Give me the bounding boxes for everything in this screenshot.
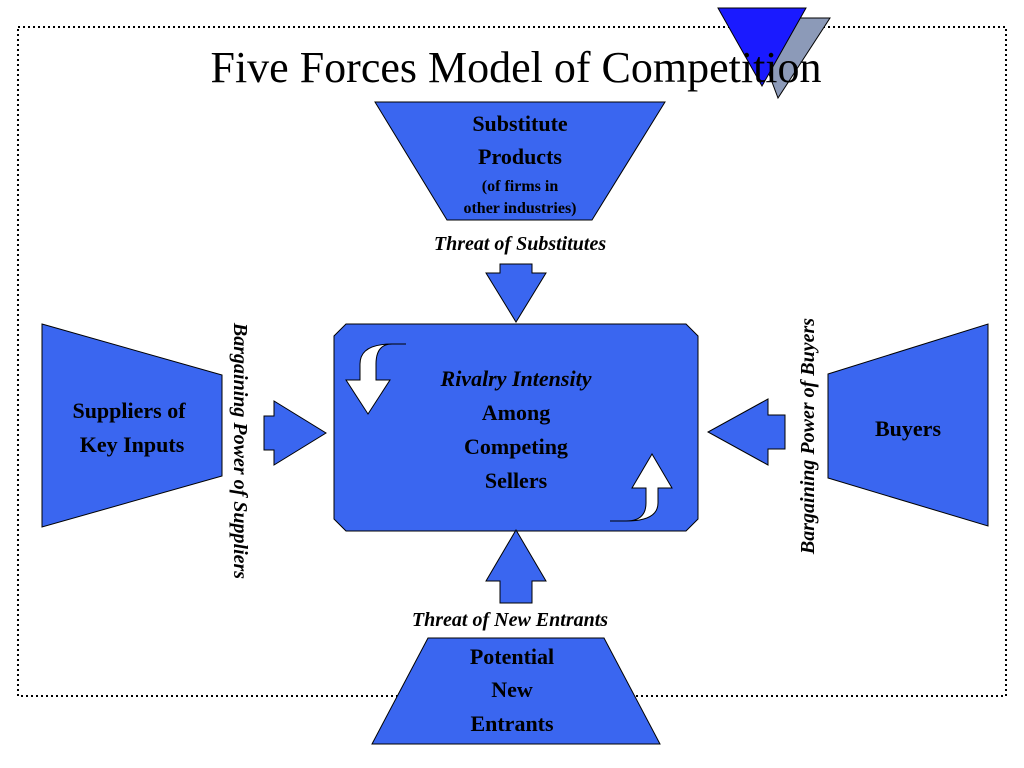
substitutes-line1: Substitute (472, 111, 568, 136)
entrants-line1: Potential (470, 644, 554, 669)
arrow-suppliers-right (263, 400, 327, 466)
force-label-substitutes: Threat of Substitutes (434, 233, 606, 255)
buyers-shape (827, 323, 989, 527)
substitutes-line3: (of firms in (482, 178, 559, 195)
rivalry-line2: Among (482, 400, 550, 425)
force-label-buyers: Bargaining Power of Buyers (797, 318, 819, 555)
rivalry-curved-arrow-down-icon (345, 343, 406, 415)
entrants-shape (371, 637, 661, 745)
substitutes-shape (374, 101, 666, 221)
suppliers-shape (41, 323, 223, 528)
rivalry-line1: Rivalry Intensity (440, 366, 592, 391)
force-label-entrants: Threat of New Entrants (412, 609, 608, 631)
logo-mark (717, 7, 831, 100)
substitutes-line2: Products (478, 144, 562, 169)
substitutes-line4: other industries) (463, 200, 576, 217)
arrow-substitutes-down (485, 263, 547, 323)
entrants-line3: Entrants (470, 711, 554, 736)
rivalry-line4: Sellers (485, 468, 548, 493)
force-label-suppliers: Bargaining Power of Suppliers (229, 322, 251, 579)
suppliers-line2: Key Inputs (80, 432, 185, 457)
buyers-line1: Buyers (875, 416, 941, 441)
rivalry-curved-arrow-up-icon (610, 453, 673, 522)
page-title: Five Forces Model of Competition (210, 43, 821, 92)
arrow-entrants-up (485, 529, 547, 604)
suppliers-line1: Suppliers of (72, 398, 186, 423)
logo-front-triangle (717, 7, 807, 88)
arrow-buyers-left (706, 398, 786, 466)
rivalry-line3: Competing (464, 434, 568, 459)
entrants-line2: New (491, 677, 533, 702)
rivalry-box (333, 323, 699, 532)
